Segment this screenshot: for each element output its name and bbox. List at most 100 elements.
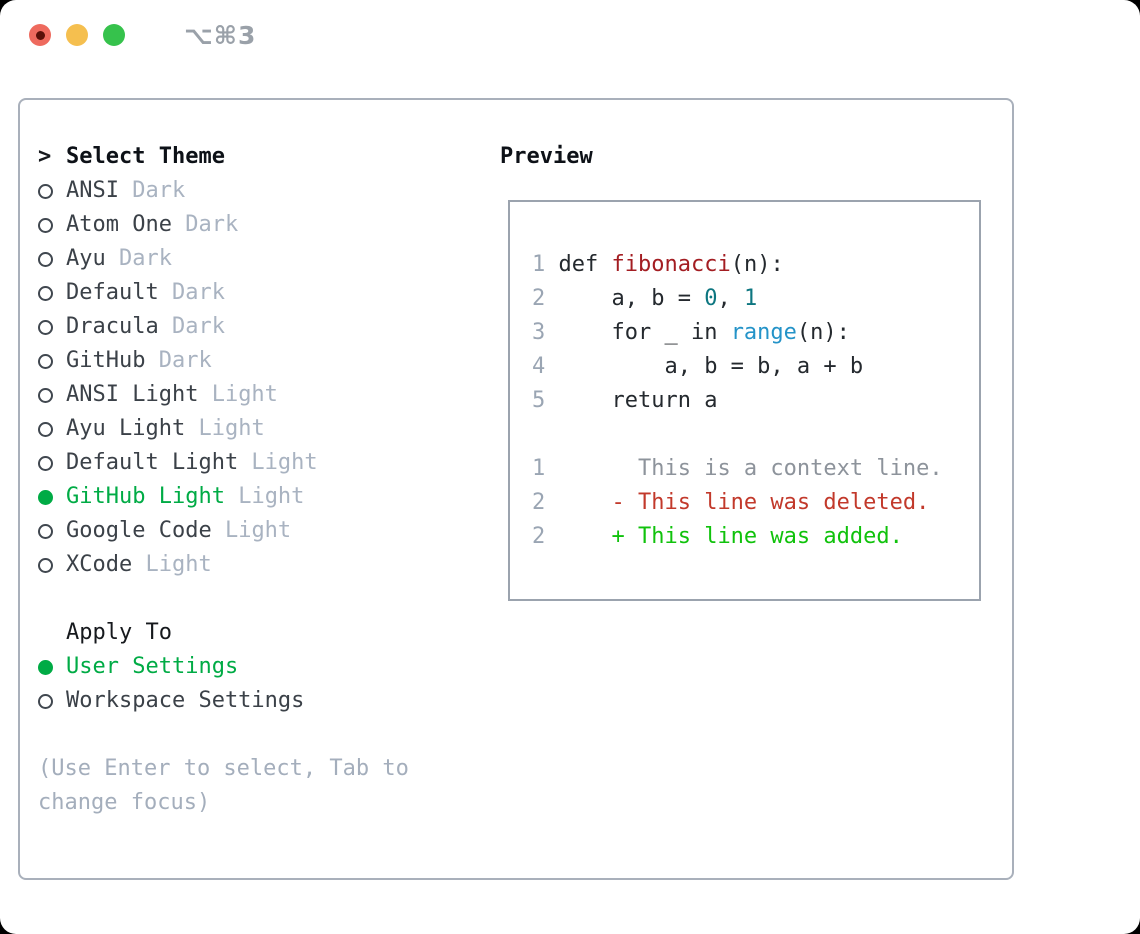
radio-marker — [38, 387, 66, 403]
radio-selected-icon — [38, 489, 53, 505]
minimize-button[interactable] — [66, 24, 88, 46]
theme-option[interactable]: Default Light Light — [38, 446, 448, 480]
code-segment: 2 — [532, 490, 559, 515]
code-segment: (n): — [730, 252, 784, 277]
theme-name: Google Code — [66, 518, 212, 543]
code-segment: + This line was added. — [558, 524, 903, 549]
radio-marker — [38, 251, 66, 267]
cursor-arrow-icon: > — [38, 144, 52, 169]
radio-marker — [38, 285, 66, 301]
radio-marker — [38, 319, 66, 335]
theme-name: Atom One — [66, 212, 172, 237]
radio-marker — [38, 489, 66, 505]
spacer — [38, 582, 448, 616]
theme-variant-tag: Light — [185, 416, 265, 441]
radio-unselected-icon — [38, 251, 53, 267]
theme-name: Default — [66, 280, 159, 305]
code-line: 4 a, b = b, a + b — [532, 350, 979, 384]
code-segment: 3 — [532, 320, 559, 345]
radio-unselected-icon — [38, 421, 53, 437]
theme-option[interactable]: ANSI Light Light — [38, 378, 448, 412]
code-segment: This is a context line. — [558, 456, 943, 481]
theme-variant-tag: Dark — [118, 178, 186, 203]
theme-option[interactable]: GitHub Dark — [38, 344, 448, 378]
radio-unselected-icon — [38, 387, 53, 403]
radio-unselected-icon — [38, 319, 53, 335]
apply-to-option[interactable]: Workspace Settings — [38, 684, 448, 718]
radio-unselected-icon — [38, 353, 53, 369]
radio-unselected-icon — [38, 455, 53, 471]
radio-unselected-icon — [38, 557, 53, 573]
code-segment: 2 — [532, 286, 559, 311]
code-segment: fibonacci — [611, 252, 731, 277]
apply-to-option[interactable]: User Settings — [38, 650, 448, 684]
code-line: 2 + This line was added. — [532, 520, 979, 554]
theme-option[interactable]: GitHub Light Light — [38, 480, 448, 514]
radio-marker — [38, 353, 66, 369]
code-segment: a, b = b, a + b — [558, 354, 864, 379]
theme-name: Dracula — [66, 314, 159, 339]
theme-variant-tag: Dark — [145, 348, 212, 373]
theme-option[interactable]: Dracula Dark — [38, 310, 448, 344]
code-segment: 0 — [704, 286, 718, 311]
code-line: 5 return a — [532, 384, 979, 418]
code-line: 2 a, b = 0, 1 — [532, 282, 979, 316]
theme-variant-tag: Light — [238, 450, 318, 475]
window-title: ⌥⌘3 — [184, 20, 257, 50]
code-segment: return a — [558, 388, 718, 413]
radio-marker — [38, 455, 66, 471]
code-line: 1 This is a context line. — [532, 452, 979, 486]
radio-unselected-icon — [38, 217, 53, 233]
theme-variant-tag: Dark — [158, 280, 225, 305]
theme-option[interactable]: XCode Light — [38, 548, 448, 582]
theme-name: GitHub Light — [66, 484, 225, 509]
code-segment: 5 — [532, 388, 559, 413]
help-text: (Use Enter to select, Tab to change focu… — [38, 756, 409, 815]
close-button[interactable] — [29, 24, 51, 46]
code-segment: 1 — [532, 252, 559, 277]
theme-variant-tag: Light — [132, 552, 212, 577]
code-segment: 1 — [743, 286, 758, 311]
theme-name: ANSI Light — [66, 382, 199, 407]
theme-option[interactable]: Atom One Dark — [38, 208, 448, 242]
select-theme-header: > Select Theme — [38, 140, 448, 174]
radio-unselected-icon — [38, 523, 53, 539]
radio-marker — [38, 693, 66, 709]
theme-option[interactable]: Google Code Light — [38, 514, 448, 548]
radio-marker — [38, 557, 66, 573]
apply-to-name: Workspace Settings — [66, 688, 305, 713]
radio-marker — [38, 217, 66, 233]
apply-to-title: Apply To — [66, 620, 172, 645]
maximize-button[interactable] — [103, 24, 125, 46]
code-line — [532, 418, 979, 452]
radio-unselected-icon — [38, 183, 53, 199]
radio-unselected-icon — [38, 285, 53, 301]
code-segment: (n): — [796, 320, 850, 345]
theme-variant-tag: Light — [224, 484, 305, 509]
code-segment: 1 — [532, 456, 559, 481]
radio-marker — [38, 183, 66, 199]
theme-option[interactable]: ANSI Dark — [38, 174, 448, 208]
theme-option[interactable]: Ayu Dark — [38, 242, 448, 276]
theme-name: ANSI — [66, 178, 119, 203]
theme-variant-tag: Light — [198, 382, 278, 407]
radio-marker — [38, 421, 66, 437]
radio-marker — [38, 659, 66, 675]
radio-unselected-icon — [38, 693, 53, 709]
radio-selected-icon — [38, 659, 53, 675]
theme-option[interactable]: Ayu Light Light — [38, 412, 448, 446]
theme-name: XCode — [66, 552, 133, 577]
code-segment: 4 — [532, 354, 559, 379]
spacer — [38, 718, 448, 752]
theme-option[interactable]: Default Dark — [38, 276, 448, 310]
select-theme-title: Select Theme — [66, 144, 225, 169]
preview-header: Preview — [500, 144, 593, 169]
theme-name: Default Light — [66, 450, 239, 475]
code-line: 3 for _ in range(n): — [532, 316, 979, 350]
theme-variant-tag: Dark — [105, 246, 172, 271]
